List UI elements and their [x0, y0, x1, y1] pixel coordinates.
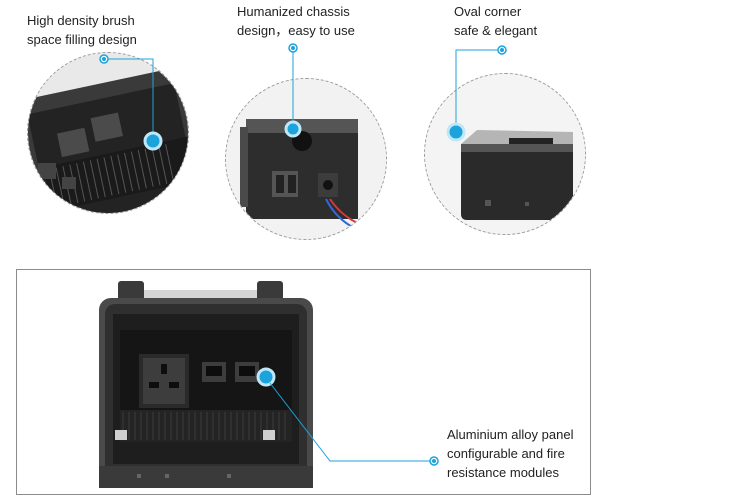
feature-caption-corner: Oval corner safe & elegant: [454, 2, 537, 40]
callout-target-dot: [446, 122, 466, 142]
main-feature-caption-line: Aluminium alloy panel: [447, 427, 574, 442]
callout-line: [269, 382, 430, 462]
chassis-closeup-image: [225, 78, 387, 240]
callout-start-dot-center: [102, 57, 106, 61]
main-feature-caption-line: configurable and fire: [447, 446, 565, 461]
callout-line: [455, 49, 498, 126]
feature-caption-line: High density brush: [27, 13, 135, 28]
callout-target-dot: [143, 131, 163, 151]
callout-corner: [446, 45, 507, 142]
callout-panel: [256, 367, 439, 466]
oval-corner-closeup-image: [424, 73, 586, 235]
chassis-illustration: [226, 79, 386, 239]
feature-caption-line: safe & elegant: [454, 23, 538, 38]
callout-target-dot: [284, 120, 302, 138]
callout-line: [108, 58, 154, 138]
callout-brush: [99, 54, 163, 151]
feature-caption-line: space filling design: [27, 32, 137, 47]
feature-caption-line: Oval corner: [454, 4, 522, 19]
oval-corner-illustration: [425, 74, 585, 234]
callout-start-dot-center: [500, 48, 504, 52]
brush-closeup-image: [27, 52, 189, 214]
main-feature-caption-line: resistance modules: [447, 465, 559, 480]
feature-caption-brush: High density brush space filling design: [27, 11, 137, 49]
feature-caption-line: design，easy to use: [237, 23, 355, 38]
callout-start-dot-center: [291, 46, 295, 50]
feature-caption-chassis: Humanized chassis design，easy to use: [237, 2, 355, 40]
callout-target-dot: [256, 367, 276, 387]
socket-box-illustration: [17, 270, 590, 494]
callout-chassis: [284, 43, 302, 138]
main-feature-caption: Aluminium alloy panel configurable and f…: [447, 425, 573, 482]
feature-caption-line: Humanized chassis: [237, 4, 350, 19]
callout-end-dot-center: [432, 459, 436, 463]
main-product-image: [16, 269, 591, 495]
